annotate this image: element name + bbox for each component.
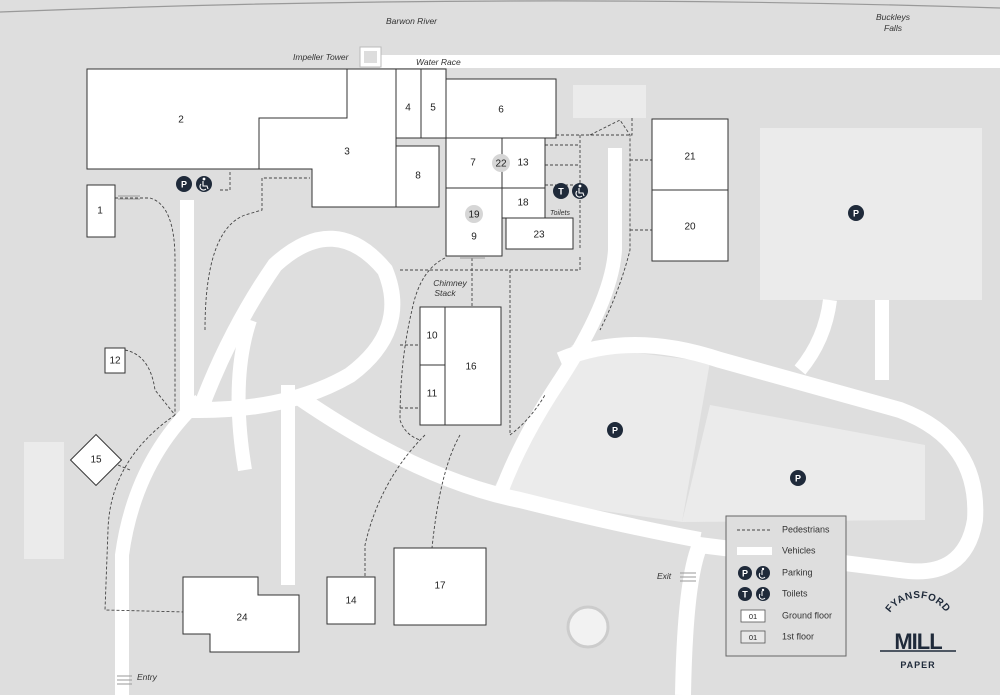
- building-number: 5: [430, 103, 436, 114]
- grass-strip: [24, 442, 64, 559]
- pedestrian-paths: [104, 118, 652, 613]
- legend: Pedestrians Vehicles P Parking T Toilets…: [725, 515, 847, 657]
- svg-text:FYANSFORD: FYANSFORD: [884, 590, 953, 615]
- legend-ground-floor: Ground floor: [782, 610, 832, 620]
- building-number: 23: [533, 230, 545, 241]
- svg-text:P: P: [742, 568, 748, 578]
- parking-icon[interactable]: P: [176, 176, 192, 192]
- building-number: 19: [468, 210, 480, 221]
- exit-label: Exit: [657, 571, 672, 581]
- buildings: [69, 68, 729, 653]
- building-number: 14: [345, 596, 357, 607]
- building-number: 4: [405, 103, 411, 114]
- parking-icon[interactable]: P: [790, 470, 806, 486]
- legend-toilet-icon: [738, 587, 752, 601]
- svg-text:T: T: [558, 186, 564, 196]
- parking-icon[interactable]: P: [607, 422, 623, 438]
- logo-mill-text: MILL: [894, 629, 942, 654]
- building-number: 16: [465, 362, 477, 373]
- building-18[interactable]: [501, 187, 546, 219]
- carpark-area-east: [760, 128, 982, 300]
- building-number: 6: [498, 105, 504, 116]
- building-23[interactable]: [505, 217, 574, 250]
- building-4[interactable]: [395, 68, 422, 139]
- building-number: 13: [517, 158, 529, 169]
- building-number: 12: [109, 356, 121, 367]
- falls-label-line2: Falls: [884, 23, 903, 33]
- chimney-label-line2: Stack: [434, 288, 456, 298]
- building-8[interactable]: [395, 145, 440, 208]
- building-number: 22: [495, 159, 507, 170]
- legend-first-floor: 1st floor: [782, 631, 814, 641]
- legend-parking: Parking: [782, 567, 813, 577]
- falls-label-line1: Buckleys: [876, 12, 911, 22]
- river-label: Barwon River: [386, 16, 438, 26]
- building-16[interactable]: [444, 306, 502, 426]
- building-numbers: 1 2 3 4 5 6 7 8 9 10 11 12 13 14 15 16 1…: [90, 103, 696, 624]
- legend-pedestrians: Pedestrians: [782, 524, 830, 534]
- building-5[interactable]: [420, 68, 447, 139]
- building-15[interactable]: [69, 433, 123, 487]
- water-race-label: Water Race: [416, 57, 461, 67]
- chimney-label-line1: Chimney: [433, 278, 467, 288]
- gate-marks: [117, 195, 696, 685]
- legend-first-badge: [740, 630, 766, 644]
- building-21[interactable]: [651, 118, 729, 191]
- river-bank: [0, 0, 1000, 13]
- building-22-marker[interactable]: [492, 154, 510, 172]
- impeller-tower-inner: [364, 51, 377, 63]
- parking-icon[interactable]: P: [848, 205, 864, 221]
- legend-vehicles: Vehicles: [782, 545, 816, 555]
- building-10[interactable]: [419, 306, 446, 366]
- entry-label: Entry: [137, 672, 158, 682]
- carpark-area-right: [682, 405, 925, 522]
- building-number: 9: [471, 232, 477, 243]
- accessible-icon: [196, 176, 212, 192]
- svg-text:P: P: [795, 473, 801, 483]
- building-12[interactable]: [104, 347, 126, 374]
- building-number: 8: [415, 171, 421, 182]
- svg-text:P: P: [612, 425, 618, 435]
- building-number: 15: [90, 455, 102, 466]
- building-number: 2: [178, 115, 184, 126]
- logo-paper-text: PAPER: [900, 660, 935, 670]
- building-number: 24: [236, 613, 248, 624]
- legend-vehicle-swatch: [737, 547, 772, 555]
- building-20[interactable]: [651, 189, 729, 262]
- carpark-area-left: [490, 345, 710, 522]
- fyansford-mill-logo: FYANSFORD MILL PAPER: [880, 590, 956, 670]
- svg-text:T: T: [742, 589, 748, 599]
- svg-text:P: P: [181, 179, 187, 189]
- building-number: 10: [426, 331, 438, 342]
- building-number: 1: [97, 206, 103, 217]
- building-number: 7: [470, 158, 476, 169]
- building-17[interactable]: [393, 547, 487, 626]
- building-1[interactable]: [86, 184, 116, 238]
- toilets-label: Toilets: [550, 210, 570, 217]
- building-19-marker[interactable]: [465, 205, 483, 223]
- impeller-tower-label: Impeller Tower: [293, 52, 350, 62]
- roundabout: [566, 605, 610, 649]
- building-number: 18: [517, 198, 529, 209]
- building-number: 20: [684, 222, 696, 233]
- legend-ground-badge-text: 01: [749, 612, 757, 621]
- building-11[interactable]: [419, 364, 446, 426]
- svg-text:P: P: [853, 208, 859, 218]
- accessible-icon: [572, 183, 588, 199]
- building-number: 21: [684, 152, 696, 163]
- water-race-channel: [380, 55, 1000, 68]
- building-14[interactable]: [326, 576, 376, 625]
- legend-parking-icon: [738, 566, 752, 580]
- legend-ground-badge: [740, 609, 766, 623]
- building-number: 3: [344, 147, 350, 158]
- open-area: [573, 85, 646, 118]
- legend-toilets: Toilets: [782, 588, 808, 598]
- legend-first-badge-text: 01: [749, 633, 757, 642]
- building-number: 17: [434, 581, 446, 592]
- building-number: 11: [427, 389, 438, 400]
- toilet-icon[interactable]: T: [553, 183, 569, 199]
- roads: [115, 148, 984, 695]
- building-24[interactable]: [182, 576, 300, 653]
